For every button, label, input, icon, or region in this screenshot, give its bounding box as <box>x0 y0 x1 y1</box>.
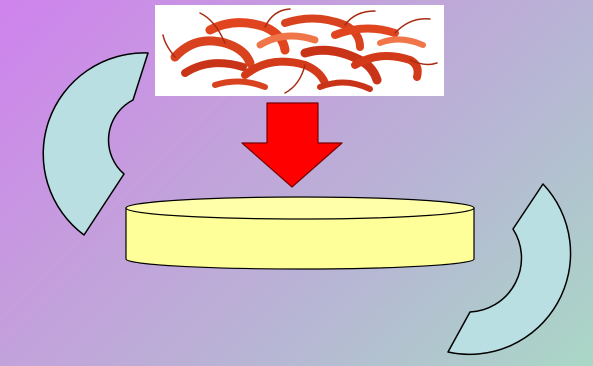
left-arc-shape <box>42 52 149 236</box>
down-arrow-icon <box>241 102 343 188</box>
right-arc-shape <box>447 183 572 356</box>
dried-shrimp-photo <box>155 5 444 96</box>
dish-cylinder <box>125 196 475 270</box>
